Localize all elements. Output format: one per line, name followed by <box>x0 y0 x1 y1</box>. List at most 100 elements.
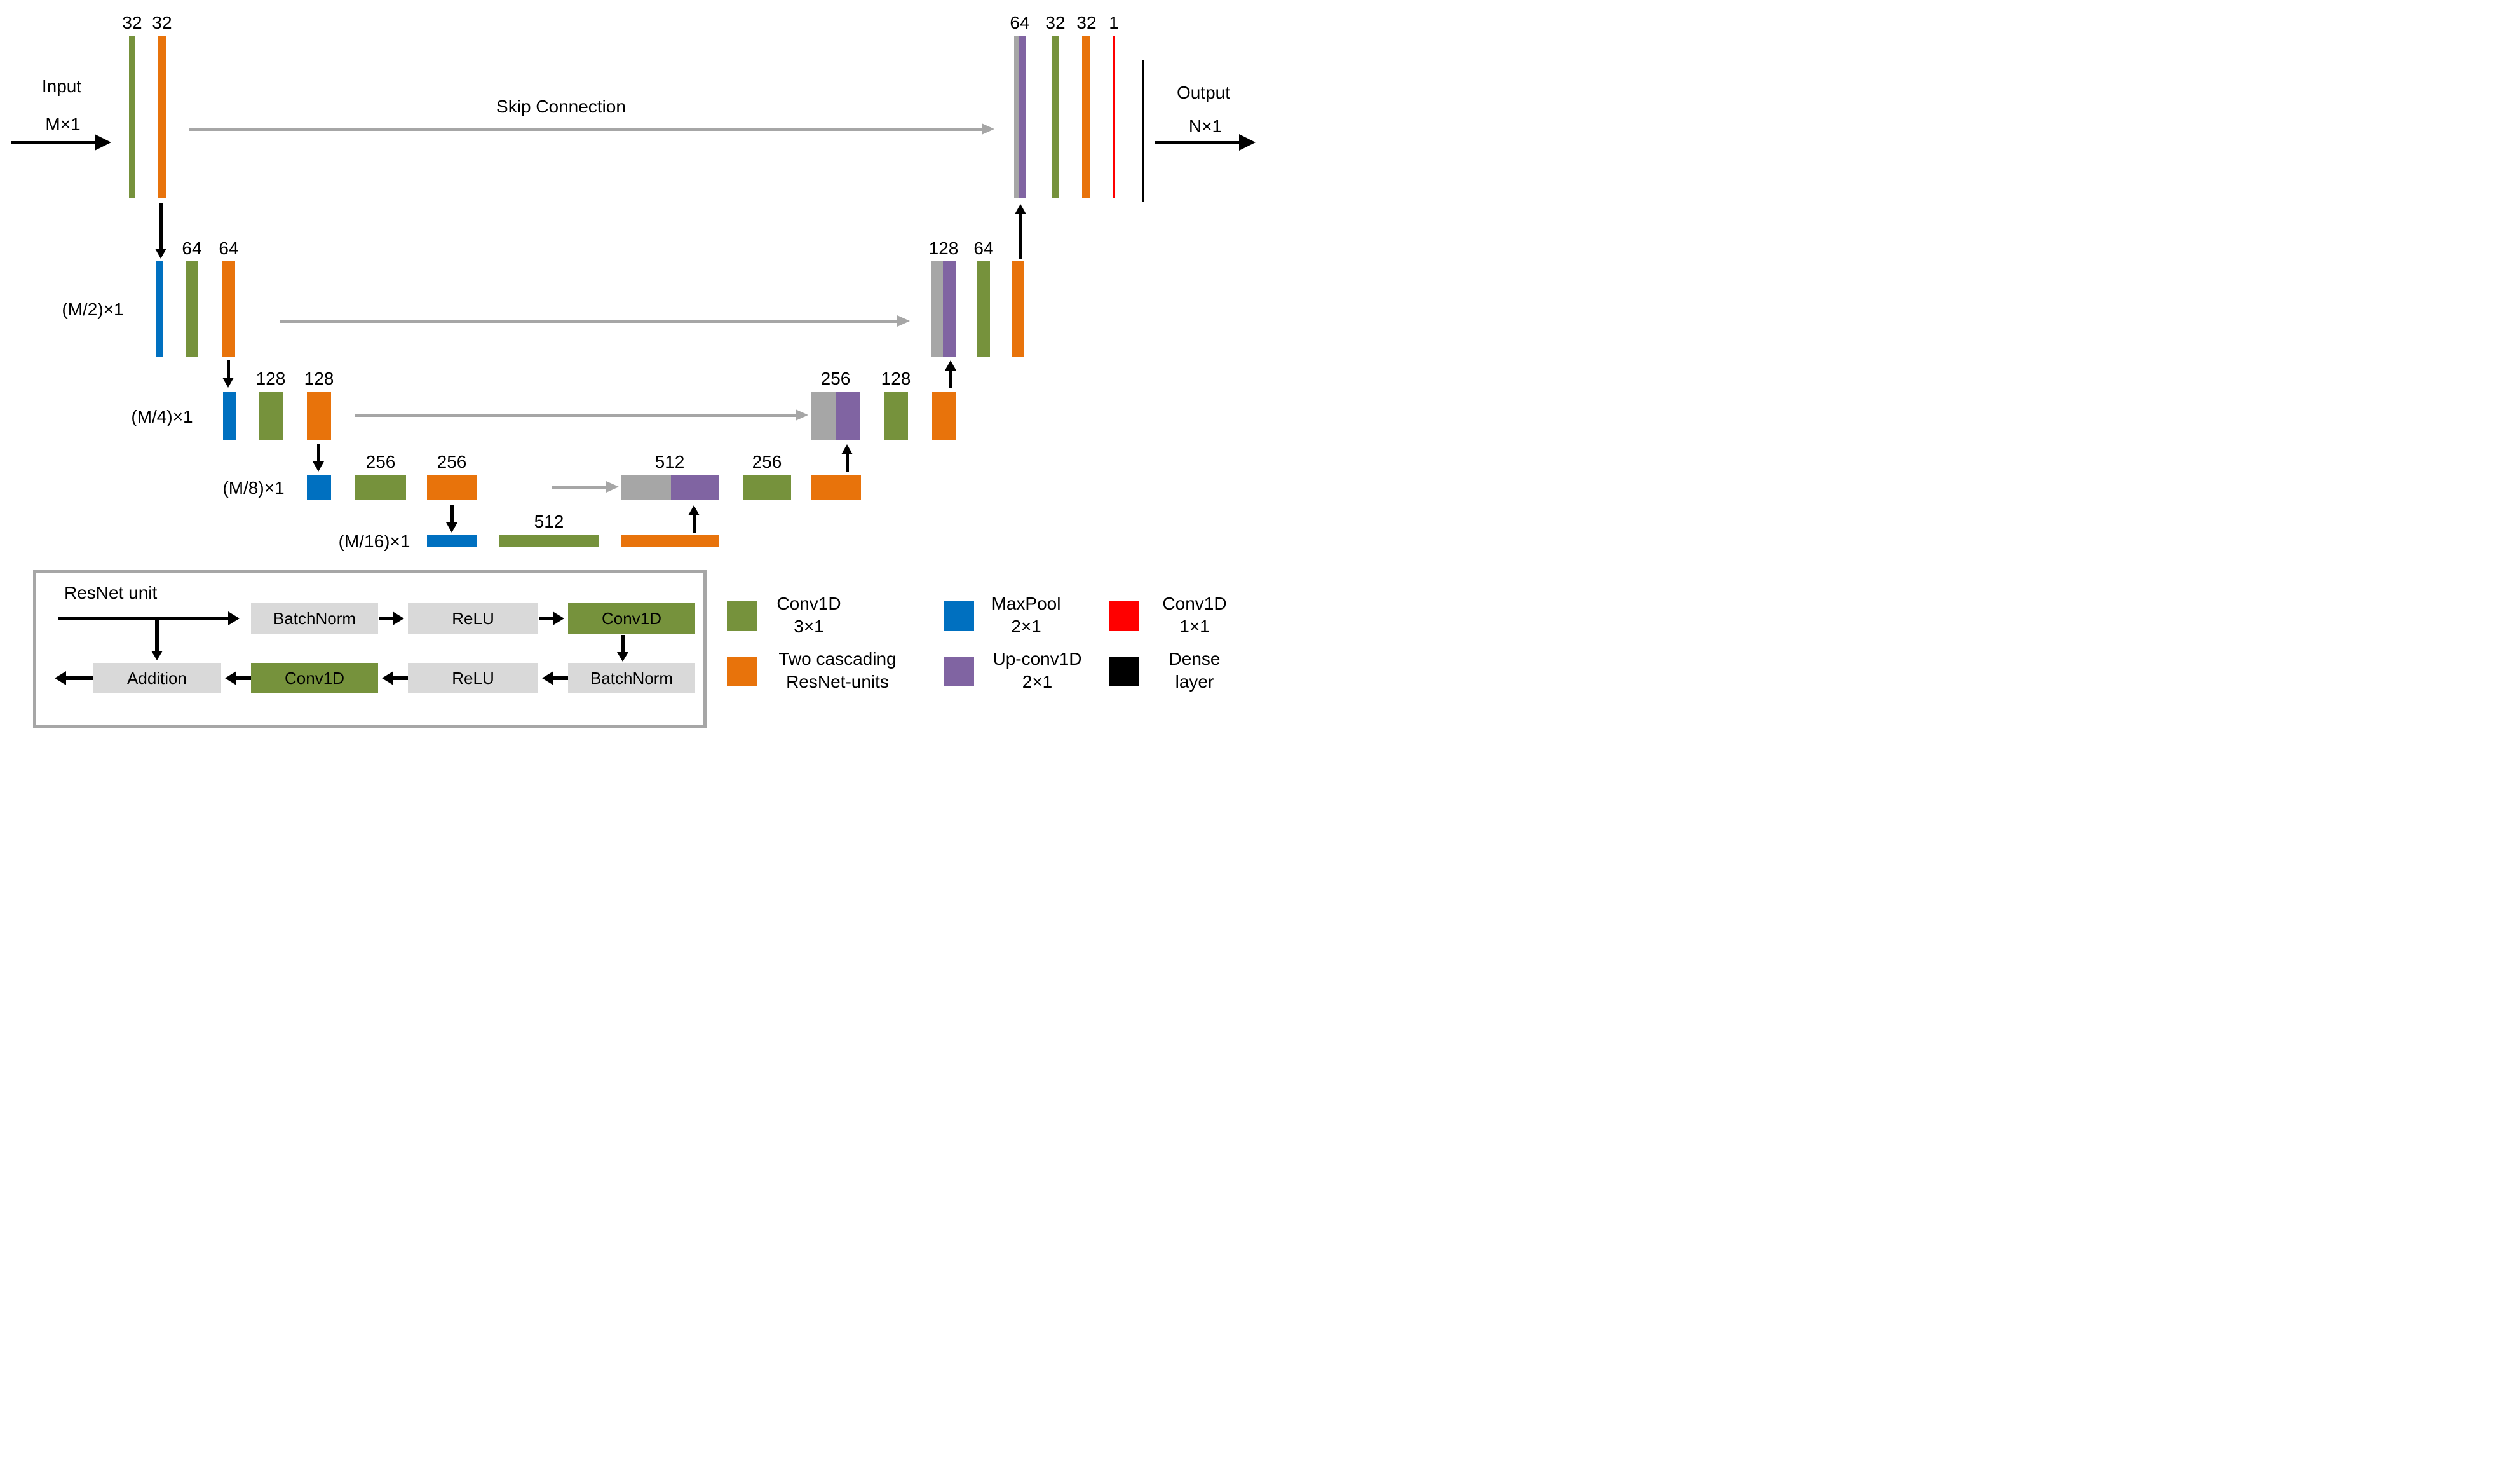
dec4-resnet-bar <box>811 475 861 500</box>
level2-size-label: (M/2)×1 <box>62 299 124 319</box>
legend-maxpool-line1: MaxPool <box>991 594 1061 613</box>
resnet-conv2-box: Conv1D <box>251 663 378 693</box>
resnet-arrow-conv1-bn2 <box>617 635 628 662</box>
legend-conv3-line2: 3×1 <box>794 617 824 636</box>
maxpool-down-arrow-3 <box>313 444 324 472</box>
enc2-res-channels: 64 <box>219 238 239 258</box>
resnet-addition-box: Addition <box>93 663 221 693</box>
resnet-identity-branch-arrow <box>151 618 163 660</box>
dec1-final-channels: 1 <box>1109 13 1119 32</box>
dec4-skip-concat-bar <box>621 475 671 500</box>
dec3-upconv-bar <box>836 392 860 440</box>
enc2-maxpool-bar <box>156 261 163 357</box>
legend-maxpool-label: MaxPool 2×1 <box>982 592 1071 638</box>
enc3-res-channels: 128 <box>304 369 334 388</box>
dec2-conv-channels: 64 <box>973 238 994 258</box>
dec2-skip-concat-bar <box>931 261 943 357</box>
enc1-conv-channels: 32 <box>122 13 142 32</box>
enc2-resnet-bar <box>222 261 235 357</box>
dec1-conv1x1-bar <box>1113 36 1115 198</box>
dec1-concat-channels: 64 <box>1010 13 1030 32</box>
legend-conv3-line1: Conv1D <box>776 594 841 613</box>
enc1-res-channels: 32 <box>152 13 172 32</box>
legend-dense-line2: layer <box>1175 672 1214 692</box>
enc2-conv-bar <box>186 261 198 357</box>
resnet-output-arrow <box>55 671 93 685</box>
resnet-batchnorm2-box: BatchNorm <box>568 663 695 693</box>
legend-upconv-label: Up-conv1D 2×1 <box>982 648 1093 693</box>
resnet-arrow-bn2-relu2 <box>542 671 568 685</box>
dec1-res-channels: 32 <box>1076 13 1097 32</box>
legend-upconv-line2: 2×1 <box>1022 672 1053 692</box>
dec4-upconv-bar <box>671 475 719 500</box>
legend-conv1x1-line1: Conv1D <box>1162 594 1227 613</box>
resnet-relu1-box: ReLU <box>408 603 538 634</box>
upconv-up-arrow-3 <box>841 444 853 472</box>
unet-architecture-figure: Input M×1 32 32 Skip Connection (M/2)×1 … <box>0 0 1260 733</box>
resnet-arrow-conv2-addition <box>225 671 251 685</box>
legend-conv1x1-line2: 1×1 <box>1179 617 1210 636</box>
dec3-resnet-bar <box>932 392 956 440</box>
dec1-upconv-bar <box>1019 36 1026 198</box>
skip-arrow-level1 <box>189 123 994 135</box>
dec2-upconv-bar <box>943 261 956 357</box>
enc3-maxpool-bar <box>223 392 236 440</box>
dec2-conv-bar <box>977 261 990 357</box>
skip-connection-label: Skip Connection <box>496 97 626 116</box>
legend-maxpool-line2: 2×1 <box>1011 617 1041 636</box>
input-arrow <box>11 134 111 151</box>
enc3-resnet-bar <box>307 392 331 440</box>
maxpool-down-arrow-2 <box>222 360 234 388</box>
legend-resnet-line2: ResNet-units <box>786 672 889 692</box>
dec1-conv-channels: 32 <box>1045 13 1066 32</box>
enc1-resnet-bar <box>158 36 166 198</box>
resnet-arrow-relu1-conv1 <box>539 611 564 625</box>
level4-size-label: (M/8)×1 <box>222 478 285 498</box>
enc4-resnet-bar <box>427 475 477 500</box>
upconv-up-arrow-1 <box>1015 204 1026 259</box>
enc4-conv-channels: 256 <box>365 452 396 472</box>
resnet-conv1-box: Conv1D <box>568 603 695 634</box>
resnet-arrow-bn1-relu1 <box>379 611 404 625</box>
skip-arrow-level2 <box>280 315 910 327</box>
dec3-skip-concat-bar <box>811 392 836 440</box>
bottleneck-resnet-bar <box>621 535 719 547</box>
legend-resnet-line1: Two cascading <box>778 649 897 669</box>
resnet-unit-box: ResNet unit BatchNorm ReLU Conv1D Additi… <box>33 570 707 728</box>
legend-conv3-label: Conv1D 3×1 <box>764 592 853 638</box>
dec1-resnet-bar <box>1082 36 1090 198</box>
resnet-arrow-relu2-conv2 <box>382 671 408 685</box>
legend-dense-line1: Dense <box>1169 649 1221 669</box>
dense-layer-bar <box>1142 60 1144 202</box>
level5-size-label: (M/16)×1 <box>338 531 410 551</box>
enc2-conv-channels: 64 <box>182 238 202 258</box>
input-dims: M×1 <box>45 114 81 134</box>
upconv-up-arrow-2 <box>945 360 956 388</box>
legend-resnet-label: Two cascading ResNet-units <box>761 648 914 693</box>
enc4-conv-bar <box>355 475 406 500</box>
output-label: Output <box>1176 83 1231 102</box>
output-dims: N×1 <box>1188 116 1223 136</box>
resnet-batchnorm1-box: BatchNorm <box>251 603 378 634</box>
bottleneck-conv-bar <box>499 535 599 547</box>
bottleneck-conv-channels: 512 <box>534 512 564 531</box>
legend-resnet-swatch <box>727 657 757 686</box>
skip-arrow-level3 <box>355 409 808 421</box>
legend-conv1x1-swatch <box>1109 601 1139 631</box>
dec3-conv-channels: 128 <box>881 369 911 388</box>
upconv-up-arrow-4 <box>688 505 700 533</box>
dec3-concat-channels: 256 <box>820 369 851 388</box>
output-arrow <box>1155 134 1256 151</box>
enc4-res-channels: 256 <box>437 452 467 472</box>
resnet-unit-title: ResNet unit <box>64 583 158 603</box>
resnet-relu2-box: ReLU <box>408 663 538 693</box>
enc4-maxpool-bar <box>307 475 331 500</box>
legend-conv3-swatch <box>727 601 757 631</box>
dec4-conv-bar <box>743 475 791 500</box>
legend-dense-swatch <box>1109 657 1139 686</box>
enc3-conv-channels: 128 <box>255 369 286 388</box>
dec2-concat-channels: 128 <box>928 238 959 258</box>
legend-upconv-swatch <box>944 657 974 686</box>
dec1-conv-bar <box>1052 36 1059 198</box>
level3-size-label: (M/4)×1 <box>131 407 193 426</box>
